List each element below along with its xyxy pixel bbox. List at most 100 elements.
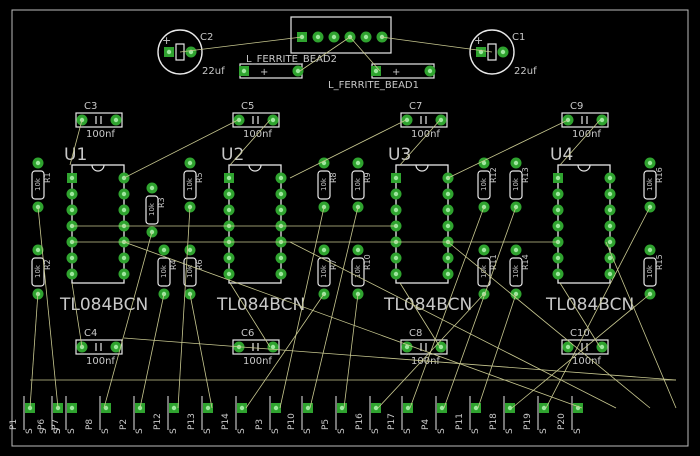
connector-ref-P20: P20 — [557, 413, 567, 430]
capacitor-pad-hole — [404, 344, 410, 350]
resistor-ref-R9: R9 — [363, 172, 372, 183]
ic-pin-hole — [445, 207, 451, 213]
capacitor-ref-C3: C3 — [84, 101, 97, 112]
airwire — [289, 119, 407, 179]
ic-pin-hole — [555, 271, 561, 277]
connector-pin-hole — [541, 405, 547, 411]
capacitor-pad-hole — [599, 344, 605, 350]
ceramic-capacitor-outline — [75, 112, 123, 128]
ic-pin-hole — [607, 191, 613, 197]
connector-ref-P19: P19 — [523, 413, 533, 430]
airwire — [399, 119, 441, 166]
resistor-pad-hole — [355, 160, 361, 166]
connector-pin-label: S — [371, 428, 381, 434]
polarity-mark: + — [392, 67, 400, 78]
capacitor-pad-hole — [404, 117, 410, 123]
connector-pin-label: S — [471, 428, 481, 434]
resistor-ref-R12: R12 — [489, 167, 498, 183]
capacitor-value: 100nf — [243, 356, 272, 367]
resistor-value: 10k — [512, 177, 520, 191]
resistor-value: 10k — [480, 177, 488, 191]
ceramic-capacitor-outline — [561, 112, 609, 128]
resistor-body — [643, 257, 657, 287]
connector-pin-hole — [273, 405, 279, 411]
capacitor-ref-C4: C4 — [84, 328, 97, 339]
header-connector-outline — [290, 16, 392, 54]
ic-pin-hole — [393, 175, 399, 181]
resistor-pad-hole — [355, 247, 361, 253]
ic-pin-hole — [555, 191, 561, 197]
ic-pin-hole — [393, 255, 399, 261]
airwire — [443, 206, 517, 409]
ic-notch — [415, 164, 429, 172]
capacitor-value: 22uf — [202, 66, 225, 77]
airwire — [103, 231, 153, 409]
ic-pin-hole — [69, 271, 75, 277]
airwire — [447, 241, 651, 409]
ic-pin-hole — [555, 207, 561, 213]
airwire — [37, 206, 59, 409]
ic-pin-hole — [121, 191, 127, 197]
ic-part-number: TL084BCN — [59, 295, 148, 315]
ic-pin-hole — [607, 175, 613, 181]
resistor-ref-R2: R2 — [43, 259, 52, 270]
airwire — [380, 36, 493, 53]
connector-ref-P4: P4 — [421, 419, 431, 430]
ic-outline — [228, 164, 282, 284]
ic-pin-hole — [445, 191, 451, 197]
airwire — [177, 206, 191, 409]
resistor-value: 10k — [34, 177, 42, 191]
ic-ref-U2: U2 — [221, 145, 244, 165]
connector-pin-hole — [305, 405, 311, 411]
connector-ref-P3: P3 — [255, 419, 265, 430]
airwire — [605, 241, 677, 409]
capacitor-value: 100nf — [86, 129, 115, 140]
ic-notch — [577, 164, 591, 172]
resistor-ref-R16: R16 — [655, 167, 664, 183]
ceramic-capacitor-outline — [232, 339, 280, 355]
resistor-body — [317, 170, 331, 200]
airwire — [179, 36, 303, 53]
resistor-pad-hole — [647, 160, 653, 166]
resistor-ref-R5: R5 — [195, 172, 204, 183]
capacitor-pad-hole — [113, 344, 119, 350]
connector-pin-label: S — [505, 428, 515, 434]
capacitor-value: 100nf — [411, 129, 440, 140]
resistor-body — [31, 257, 45, 287]
ceramic-capacitor-outline — [232, 112, 280, 128]
ic-ref-U4: U4 — [550, 145, 573, 165]
connector-pin-hole — [69, 405, 75, 411]
connector-pin-hole — [339, 405, 345, 411]
resistor-pad-hole — [481, 247, 487, 253]
ic-pin-hole — [278, 271, 284, 277]
capacitor-ref-C8: C8 — [409, 328, 422, 339]
board-outline — [11, 9, 689, 447]
electrolytic-capacitor-body — [487, 43, 497, 61]
resistor-pad-hole — [187, 247, 193, 253]
airwire — [477, 293, 517, 409]
connector-pin-hole — [373, 405, 379, 411]
capacitor-pad-hole — [565, 344, 571, 350]
connector-pin-hole — [439, 405, 445, 411]
resistor-body — [477, 257, 491, 287]
ic-pin-hole — [278, 255, 284, 261]
ic-pin-hole — [445, 271, 451, 277]
header-pin-hole — [331, 34, 337, 40]
ic-pin-hole — [278, 175, 284, 181]
connector-ref-P5: P5 — [321, 419, 331, 430]
capacitor-pad-hole — [113, 117, 119, 123]
ic-ref-U1: U1 — [64, 145, 87, 165]
capacitor-ref-C2: C2 — [200, 32, 213, 43]
capacitor-ref-C1: C1 — [512, 32, 525, 43]
connector-ref-P10: P10 — [287, 413, 297, 430]
resistor-ref-R8: R8 — [329, 172, 338, 183]
resistor-ref-R11: R11 — [489, 254, 498, 270]
ic-pin-hole — [226, 175, 232, 181]
ic-part-number: TL084BCN — [545, 295, 634, 315]
resistor-body — [31, 170, 45, 200]
ferrite-pad-hole — [295, 68, 301, 74]
resistor-value: 10k — [512, 264, 520, 278]
polarity-mark: + — [260, 67, 268, 78]
resistor-body — [477, 170, 491, 200]
